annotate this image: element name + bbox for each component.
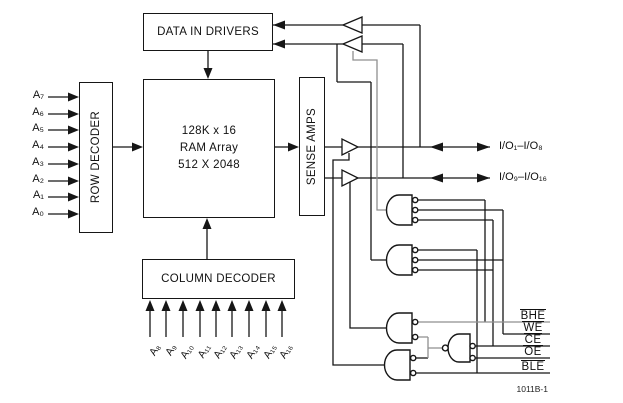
data-in-drivers-box: DATA IN DRIVERS bbox=[143, 13, 273, 51]
input-label-A: A₀ bbox=[32, 206, 44, 218]
buffer-in-high-icon bbox=[341, 35, 363, 53]
input-label-A: A₆ bbox=[32, 106, 44, 118]
control-label-text: WE bbox=[522, 321, 544, 334]
figure-number: 1011B-1 bbox=[516, 384, 548, 394]
ram-name-label: RAM Array bbox=[179, 142, 239, 154]
control-label-we: WE bbox=[518, 321, 548, 335]
input-label-A: A₃ bbox=[32, 156, 44, 168]
control-label-text: CE bbox=[523, 333, 543, 346]
ram-size-label: 128K x 16 bbox=[181, 125, 237, 137]
data-in-drivers-label: DATA IN DRIVERS bbox=[157, 26, 259, 38]
arrowheads bbox=[68, 20, 490, 311]
input-label-A: A₅ bbox=[32, 122, 44, 134]
buffer-out-high-icon bbox=[341, 168, 360, 188]
chip-enable-gate-icon bbox=[447, 333, 471, 363]
row-decoder-label: ROW DECODER bbox=[90, 111, 102, 204]
gray-wires bbox=[352, 51, 550, 358]
input-label-A: A₇ bbox=[32, 89, 44, 101]
control-label-ce: CE bbox=[518, 333, 548, 347]
ram-org-label: 512 X 2048 bbox=[178, 159, 240, 171]
sense-amps-box: SENSE AMPS bbox=[299, 77, 325, 216]
ram-array-box: 128K x 16 RAM Array 512 X 2048 bbox=[143, 79, 275, 218]
address-left-wires bbox=[48, 96, 68, 215]
sense-amps-label: SENSE AMPS bbox=[306, 107, 318, 186]
write-high-gate-icon bbox=[385, 194, 413, 226]
io-label-0: I/O₁–I/O₈ bbox=[499, 140, 543, 152]
io-label-1: I/O₉–I/O₁₆ bbox=[499, 171, 547, 183]
column-decoder-label: COLUMN DECODER bbox=[161, 273, 276, 285]
row-decoder-box: ROW DECODER bbox=[79, 82, 113, 233]
control-label-text: OE bbox=[523, 345, 543, 358]
control-label-text: BHE bbox=[519, 309, 547, 322]
control-gates bbox=[383, 194, 476, 381]
input-label-A: A₂ bbox=[32, 173, 44, 185]
write-high-enable-wire bbox=[352, 51, 388, 211]
control-label-text: BLE bbox=[520, 360, 546, 373]
read-low-gate-icon bbox=[383, 349, 411, 381]
address-bottom-wires bbox=[149, 311, 283, 337]
input-label-A: A₁ bbox=[32, 189, 44, 201]
control-label-bhe: BHE bbox=[518, 309, 548, 323]
control-label-oe: OE bbox=[518, 345, 548, 359]
read-high-gate-icon bbox=[385, 312, 413, 344]
data-in-buffers bbox=[341, 16, 363, 188]
buffer-in-low-icon bbox=[341, 16, 363, 34]
enable-gate-output-wire bbox=[418, 336, 442, 358]
black-wires bbox=[113, 24, 550, 374]
input-label-A: A₄ bbox=[32, 139, 44, 151]
control-label-ble: BLE bbox=[518, 360, 548, 374]
write-low-gate-icon bbox=[385, 244, 413, 276]
column-decoder-box: COLUMN DECODER bbox=[142, 259, 295, 299]
buffer-out-low-icon bbox=[341, 137, 360, 157]
